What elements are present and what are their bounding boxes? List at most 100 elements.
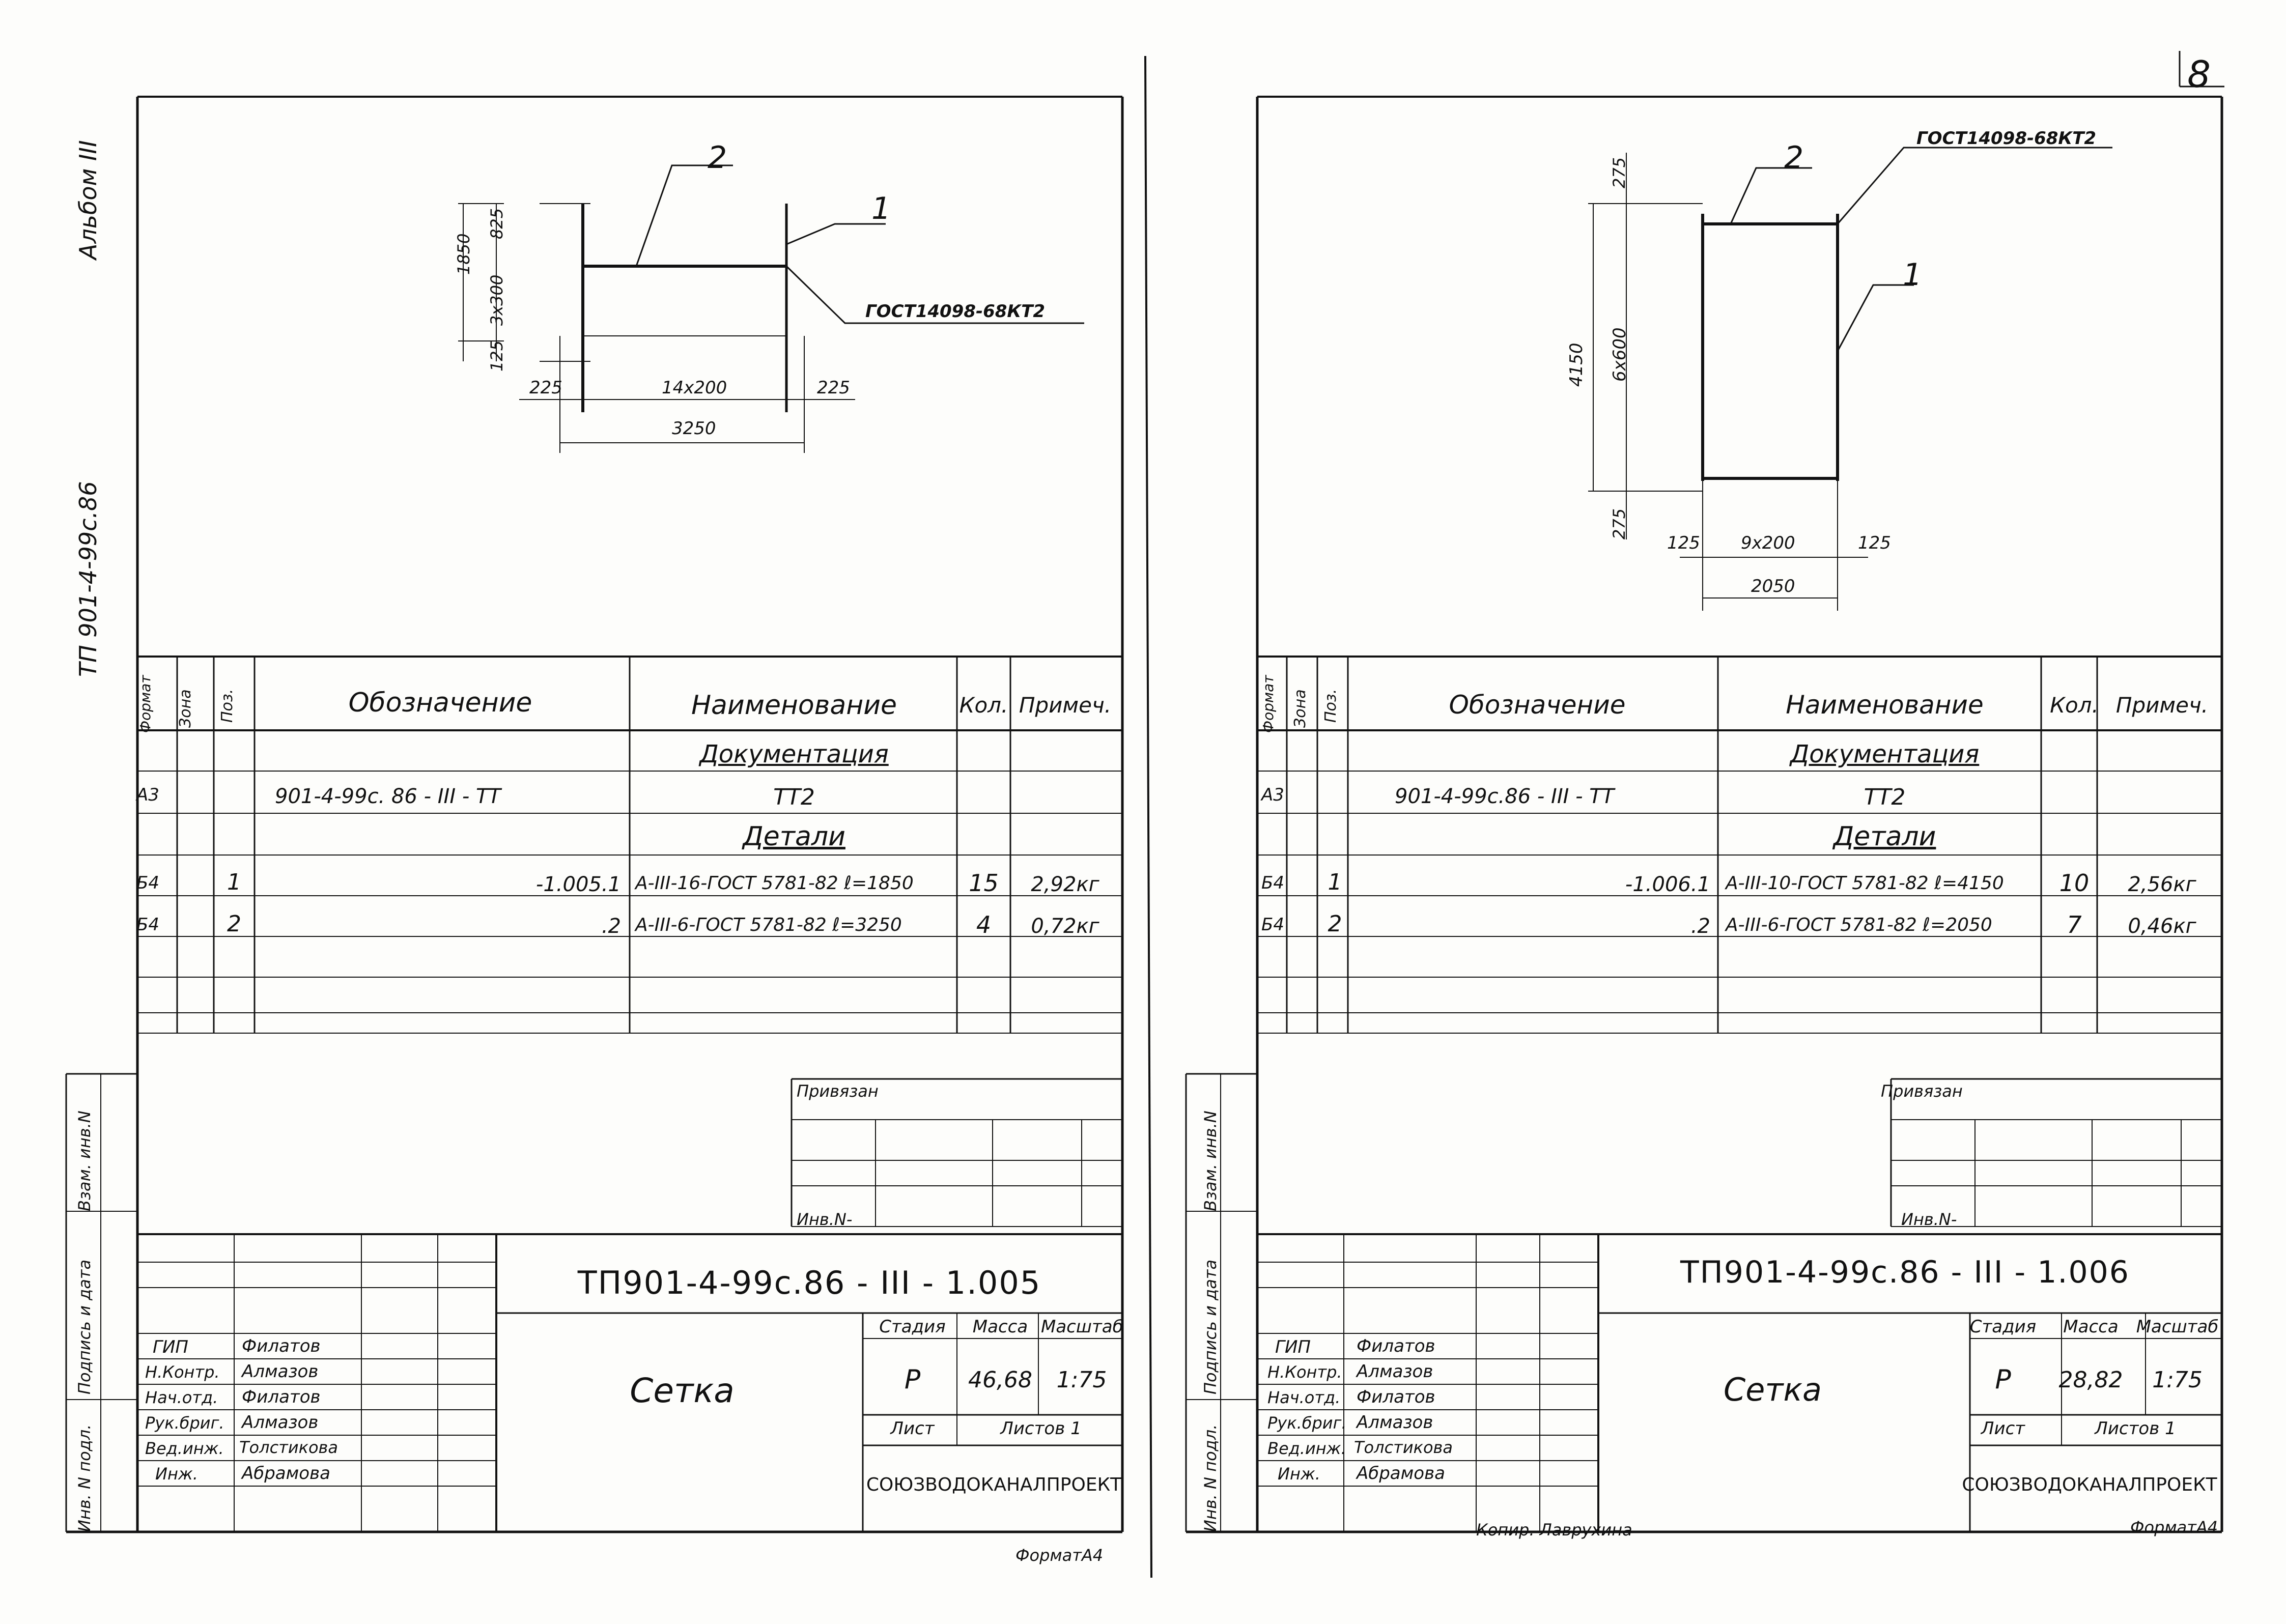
role-inzh-left: Инж. <box>155 1464 198 1484</box>
project-code-label: ТП 901-4-99с.86 <box>74 481 102 677</box>
dim-h-mid-left: 3х300 <box>487 274 506 326</box>
gost-label-right: ГОСТ14098-68КТ2 <box>1916 128 2097 149</box>
vzam-inv-label-left: Взам. инв.N <box>75 1110 94 1211</box>
leader-1 <box>1838 285 1914 351</box>
gost-label-left: ГОСТ14098-68КТ2 <box>865 301 1046 322</box>
header-zona-left: Зона <box>177 689 194 728</box>
header-format-left: Формат <box>137 675 154 733</box>
massa-right: Масса <box>2063 1317 2119 1337</box>
dim-right-left: 225 <box>817 378 850 398</box>
row2-pos-right: 2 <box>1328 911 1342 937</box>
name-4-right: Алмазов <box>1357 1412 1433 1433</box>
mass-left: 46,68 <box>968 1367 1032 1393</box>
doc-name-left: ТТ2 <box>773 784 815 810</box>
masshtab-left: Масштаб <box>1041 1317 1123 1337</box>
dim-total-right: 2050 <box>1751 576 1795 596</box>
stage-right: Р <box>1995 1364 2011 1395</box>
role-vedinzh-left: Вед.инж. <box>145 1439 224 1458</box>
dim-h-top-left: 825 <box>487 208 506 239</box>
row1-pos-left: 1 <box>227 869 241 895</box>
role-gip-right: ГИП <box>1275 1337 1311 1357</box>
row1-note-left: 2,92кг <box>1031 873 1099 896</box>
row1-qty-right: 10 <box>2059 869 2090 897</box>
name-5-left: Толстикова <box>239 1438 338 1457</box>
dim-h-total-left: 1850 <box>454 233 473 275</box>
name-5-right: Толстикова <box>1354 1438 1453 1457</box>
row1-note-right: 2,56кг <box>2128 873 2196 896</box>
vzam-inv-label-right: Взам. инв.N <box>1201 1110 1220 1211</box>
header-poz-left: Поз. <box>218 689 236 723</box>
list-right: Лист <box>1981 1418 2025 1439</box>
leader-1 <box>786 224 886 244</box>
sheet-name-left: Сетка <box>630 1371 735 1410</box>
section-documentation-right: Документация <box>1790 740 1980 768</box>
dim-h-bottom-left: 125 <box>487 340 506 372</box>
listov-left: Листов 1 <box>1000 1418 1082 1439</box>
section-documentation-left: Документация <box>699 740 889 768</box>
row2-note-right: 0,46кг <box>2128 915 2196 938</box>
dim-h-bottom-right: 275 <box>1610 508 1629 539</box>
format-note-right: ФорматА4 <box>2130 1518 2218 1537</box>
stadiya-right: Стадия <box>1969 1317 2037 1337</box>
doc-designation-right: 901-4-99с.86 - III - ТТ <box>1395 785 1615 808</box>
callout-2-right: 2 <box>1784 140 1804 176</box>
row2-pos-left: 2 <box>227 911 241 937</box>
row2-name-right: А-III-6-ГОСТ 5781-82 ℓ=2050 <box>1726 915 1992 935</box>
name-4-left: Алмазов <box>242 1412 319 1433</box>
leader-gost <box>1838 148 2112 224</box>
name-2-right: Алмазов <box>1357 1361 1433 1382</box>
dim-h-top-right: 275 <box>1610 157 1629 188</box>
role-nkontr-right: Н.Контр. <box>1267 1362 1342 1382</box>
name-6-left: Абрамова <box>242 1463 330 1484</box>
dim-right-right: 125 <box>1858 533 1891 553</box>
inv-no-right: Инв.N- <box>1901 1210 1957 1229</box>
stadiya-left: Стадия <box>879 1317 946 1337</box>
name-1-right: Филатов <box>1357 1336 1435 1356</box>
dim-h-total-right: 4150 <box>1566 343 1587 387</box>
header-format-right: Формат <box>1260 675 1277 733</box>
row1-designation-left: -1.005.1 <box>535 873 621 896</box>
fold-line <box>1145 56 1151 1578</box>
header-naimenovanie-right: Наименование <box>1786 690 1984 720</box>
header-primech-left: Примеч. <box>1019 693 1112 718</box>
section-details-left: Детали <box>743 821 845 852</box>
name-1-left: Филатов <box>242 1336 321 1356</box>
masshtab-right: Масштаб <box>2136 1317 2219 1337</box>
row2-format-right: Б4 <box>1261 915 1284 935</box>
org-left: СОЮЗВОДОКАНАЛПРОЕКТ <box>866 1474 1122 1495</box>
sheet-name-right: Сетка <box>1724 1371 1822 1408</box>
row1-designation-right: -1.006.1 <box>1625 873 1710 896</box>
row2-qty-right: 7 <box>2067 911 2082 938</box>
row2-designation-right: .2 <box>1690 915 1710 938</box>
header-primech-right: Примеч. <box>2115 693 2209 718</box>
dim-mid-left: 14х200 <box>662 378 727 398</box>
doc-title-left: ТП901-4-99с.86 - III - 1.005 <box>577 1264 1041 1301</box>
dim-left-right: 125 <box>1667 533 1700 553</box>
section-details-right: Детали <box>1833 821 1936 852</box>
callout-2-left: 2 <box>708 140 727 176</box>
role-inzh-right: Инж. <box>1278 1464 1320 1484</box>
role-gip-left: ГИП <box>153 1337 188 1357</box>
row2-designation-left: .2 <box>601 915 621 938</box>
doc-format-right: А3 <box>1261 785 1284 805</box>
role-vedinzh-right: Вед.инж. <box>1267 1439 1346 1458</box>
row2-format-left: Б4 <box>136 915 159 935</box>
row1-format-left: Б4 <box>136 873 159 893</box>
name-2-left: Алмазов <box>242 1361 319 1382</box>
role-rukbrig-right: Рук.бриг. <box>1267 1413 1347 1433</box>
header-kol-left: Кол. <box>959 693 1008 718</box>
role-nachotd-left: Нач.отд. <box>145 1388 218 1407</box>
page-number: 8 <box>2187 53 2211 96</box>
stage-left: Р <box>904 1364 921 1395</box>
privyazan-left: Привязан <box>797 1081 879 1101</box>
scale-left: 1:75 <box>1056 1367 1107 1393</box>
header-oboznachenie-right: Обозначение <box>1449 690 1626 720</box>
name-3-right: Филатов <box>1357 1387 1435 1407</box>
privyazan-right: Привязан <box>1881 1081 1963 1101</box>
inv-podl-label-left: Инв. N подл. <box>75 1424 94 1532</box>
inv-no-left: Инв.N- <box>797 1210 853 1229</box>
row2-note-left: 0,72кг <box>1031 915 1099 938</box>
row1-qty-left: 15 <box>969 869 999 897</box>
